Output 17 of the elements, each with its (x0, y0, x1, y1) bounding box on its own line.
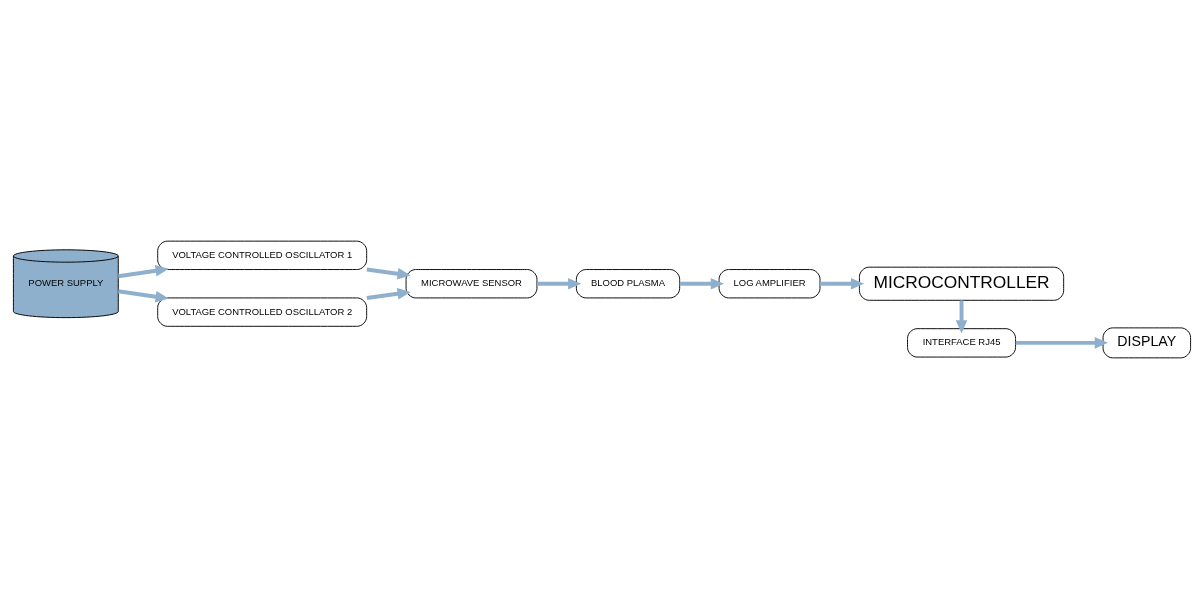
node-box: INTERFACE RJ45 (907, 327, 1017, 358)
node-box: LOG AMPLIFIER (718, 268, 821, 298)
arrow (366, 287, 411, 300)
arrow (679, 277, 724, 289)
node-box: DISPLAY (1102, 326, 1192, 358)
arrow (955, 300, 968, 333)
arrow (1015, 336, 1108, 349)
node-box: BLOOD PLASMA (575, 268, 681, 298)
arrow (118, 288, 169, 302)
arrow (366, 267, 411, 279)
node-box: VOLTAGE CONTROLLED OSCILLATOR 1 (157, 240, 368, 270)
arrow (820, 277, 865, 289)
node-box: VOLTAGE CONTROLLED OSCILLATOR 2 (157, 296, 368, 327)
node-box: MICROCONTROLLER (858, 266, 1065, 301)
node-box: MICROWAVE SENSOR (405, 268, 538, 298)
arrow (537, 277, 582, 289)
arrow (118, 264, 169, 278)
